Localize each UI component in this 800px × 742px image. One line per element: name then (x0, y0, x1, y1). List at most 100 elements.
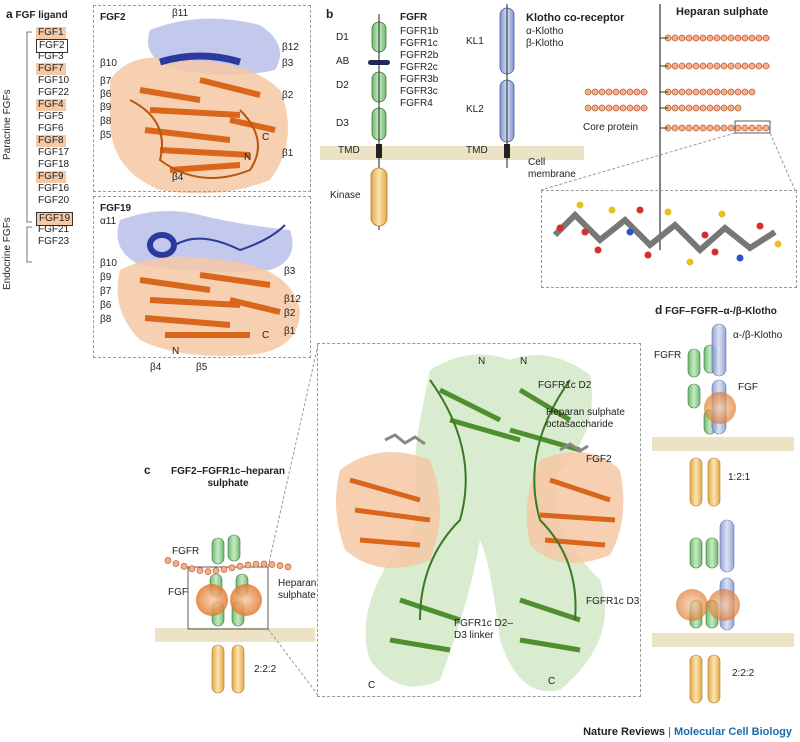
core-protein-label: Core protein (583, 122, 639, 133)
fgf19-strand-label: N (172, 346, 180, 357)
fgf-list-item: FGF7 (36, 63, 66, 75)
schematic-fgfr-label: FGFR (172, 546, 200, 557)
hs-sugar-bead (196, 567, 204, 574)
hs-sugar-bead (734, 88, 742, 96)
panel-d-fgf-label: FGF (738, 382, 758, 393)
hs-sugar-bead (236, 562, 244, 570)
hs-sugar-bead (671, 62, 679, 70)
hs-sugar-bead (640, 104, 648, 112)
hs-sugar-bead (741, 34, 749, 42)
hs-atom (664, 208, 672, 216)
fgf19-strand-label: β3 (284, 266, 296, 277)
crystal-n-right: N (520, 356, 528, 367)
fgf2-strand-label: β2 (282, 90, 294, 101)
klotho-receptor-b (499, 4, 515, 168)
hs-sugar-bead (164, 557, 172, 564)
panel-a-heading: a FGF ligand (6, 7, 68, 21)
hs-atom (701, 231, 709, 239)
hs-sugar-bead (612, 88, 620, 96)
hs-sugar-bead (713, 104, 721, 112)
klotho-domain-kl1: KL1 (466, 36, 484, 47)
hs-sugar-bead (727, 34, 735, 42)
schematic-ratio-label: 2:2:2 (254, 664, 277, 675)
fgfr-domain-label: Kinase (330, 190, 361, 201)
hs-sugar-bead (228, 564, 236, 572)
hs-sugar-bead (762, 34, 770, 42)
hs-sugar-bead (727, 104, 735, 112)
hs-sugar-bead (220, 565, 228, 573)
hs-sugar-bead (748, 88, 756, 96)
hs-sugar-bead (720, 62, 728, 70)
fgf-list-item: FGF20 (38, 195, 70, 206)
fgfr-isoform: FGFR2b (400, 50, 439, 61)
hs-atom (644, 251, 652, 259)
panel-d-fgfr-label: FGFR (654, 350, 682, 361)
hs-sugar-bead (619, 104, 627, 112)
hs-atom (626, 228, 634, 236)
fgf2-fgfr1c-crystal-structure (336, 354, 624, 692)
fgf19-strand-label: C (262, 330, 270, 341)
hs-sugar-bead (598, 88, 606, 96)
crystal-d2-label: FGFR1c D2 (538, 380, 592, 391)
fgf2-strand-label: β11 (172, 8, 189, 19)
hs-sugar-bead (706, 62, 714, 70)
journal-section: Molecular Cell Biology (674, 726, 792, 738)
fgf2-strand-label: β4 (172, 172, 184, 183)
fgf2-structure-title: FGF2 (100, 12, 126, 23)
fgfr-domain-label: D1 (336, 32, 349, 43)
hs-sugar-bead (727, 124, 735, 132)
fgfr-domain-label: TMD (338, 145, 360, 156)
hs-sugar-bead (685, 88, 693, 96)
hs-sugar-bead (584, 104, 592, 112)
hs-sugar-bead (678, 104, 686, 112)
hs-sugar-bead (605, 104, 613, 112)
hs-sugar-bead (713, 62, 721, 70)
hs-sugar-bead (671, 34, 679, 42)
hs-atom (718, 210, 726, 218)
hs-sugar-bead (204, 568, 212, 575)
hs-sugar-bead (699, 124, 707, 132)
hs-sugar-bead (172, 560, 180, 567)
hs-sugar-bead (626, 88, 634, 96)
cell-membrane-b (320, 146, 584, 160)
paracrine-group-label: Paracrine FGFs (2, 89, 13, 160)
hs-atom (594, 246, 602, 254)
hs-sugar-bead (284, 563, 292, 571)
hs-sugar-bead (692, 88, 700, 96)
panel-c-title: FGF2–FGFR1c–heparan sulphate (171, 466, 285, 489)
hs-sugar-bead (706, 124, 714, 132)
hs-sugar-bead (605, 88, 613, 96)
panel-d-klotho-label: α-/β-Klotho (733, 330, 783, 341)
fgf2-fgfr1c-hs-schematic (155, 344, 319, 696)
hs-sugar-bead (720, 34, 728, 42)
hs-sugar-bead (685, 34, 693, 42)
klotho-type-alpha: α-Klotho (526, 26, 564, 37)
fgf2-strand-label: N (244, 152, 252, 163)
fgf-fgfr-klotho-schematic-1 (652, 323, 794, 507)
fgfr-domain-label: AB (336, 56, 350, 67)
fgf2-strand-label: β7 (100, 76, 112, 87)
hs-sugar-bead (598, 104, 606, 112)
hs-sugar-bead (626, 104, 634, 112)
hs-sugar-bead (685, 62, 693, 70)
hs-sugar-bead (706, 88, 714, 96)
hs-sugar-bead (713, 88, 721, 96)
hs-sugar-bead (741, 62, 749, 70)
fgf-list-item: FGF9 (36, 171, 66, 183)
panel-b-letter: b (326, 7, 334, 21)
hs-sugar-bead (762, 124, 770, 132)
hs-atom (556, 224, 564, 232)
fgf2-strand-label: β3 (282, 58, 294, 69)
hs-sugar-bead (678, 124, 686, 132)
fgf19-structure (117, 211, 300, 356)
hs-sugar-bead (276, 562, 284, 569)
fgf19-strand-label: β12 (284, 294, 301, 305)
hs-sugar-bead (748, 34, 756, 42)
hs-sugar-bead (612, 104, 620, 112)
fgf-fgfr-klotho-schematic-2 (652, 519, 794, 704)
fgf19-structure-frame (93, 196, 311, 358)
fgf19-strand-label: β8 (100, 314, 112, 325)
crystal-c-left: C (368, 680, 376, 691)
hs-sugar-bead (633, 104, 641, 112)
hs-sugar-bead (584, 88, 592, 96)
